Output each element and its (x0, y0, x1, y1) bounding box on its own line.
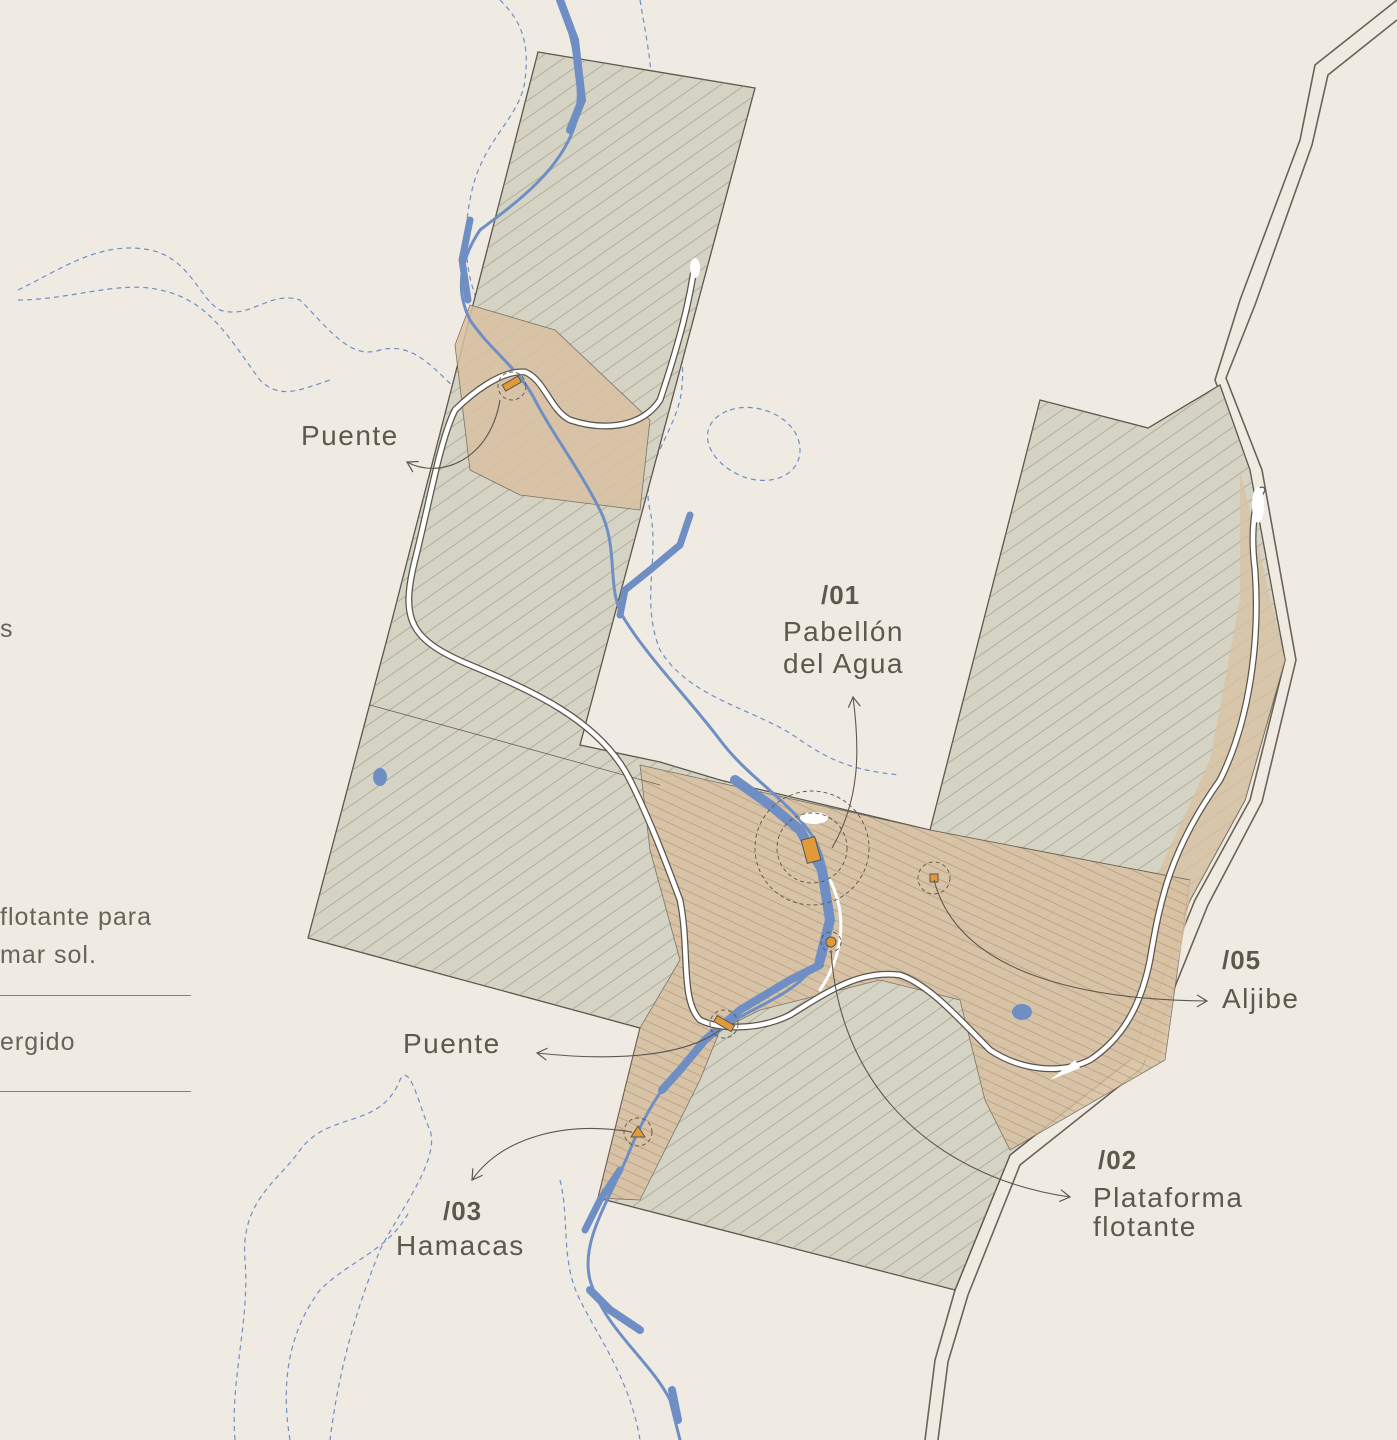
stream (458, 0, 836, 1440)
legend-fragment-1: s (0, 615, 14, 643)
pavilion-deck (800, 812, 828, 824)
leader-lines (405, 399, 1209, 1203)
legend-fragment-3: ergido (0, 1028, 76, 1056)
legend-divider-2 (0, 1091, 191, 1092)
path-terminus-east (1252, 487, 1264, 523)
label-puente-north: Puente (301, 420, 399, 451)
legend-fragment-2-line1: flotante para (0, 903, 152, 931)
label-plataforma-number: /02 (1098, 1145, 1138, 1175)
label-hamacas-line1: Hamacas (396, 1230, 525, 1261)
water-pond-west (373, 768, 387, 786)
label-aljibe-line1: Aljibe (1222, 983, 1300, 1014)
hammocks-marker (630, 1125, 646, 1138)
label-puente-south: Puente (403, 1028, 501, 1059)
label-hamacas-number: /03 (443, 1196, 483, 1226)
floating-platform-marker (825, 936, 837, 948)
label-plataforma-line1: Plataforma (1093, 1182, 1244, 1213)
water-pond-east (1012, 1004, 1032, 1020)
terrain-plots (307, 51, 1286, 1291)
label-pabellon-number: /01 (821, 580, 861, 610)
bridge-north-marker (501, 375, 522, 392)
path-terminus-north (690, 258, 700, 278)
bridge-south-marker (713, 1014, 736, 1033)
label-pabellon-line1: Pabellón (783, 616, 904, 647)
legend-fragment-2-line2: mar sol. (0, 941, 97, 969)
label-aljibe-number: /05 (1222, 945, 1262, 975)
label-pabellon-line2: del Agua (783, 648, 904, 679)
pavilion-marker (800, 835, 822, 865)
label-plataforma-line2: flotante (1093, 1211, 1197, 1242)
cistern-deck (1050, 1060, 1080, 1080)
legend-divider-1 (0, 995, 191, 996)
influence-circles (497, 371, 951, 1147)
